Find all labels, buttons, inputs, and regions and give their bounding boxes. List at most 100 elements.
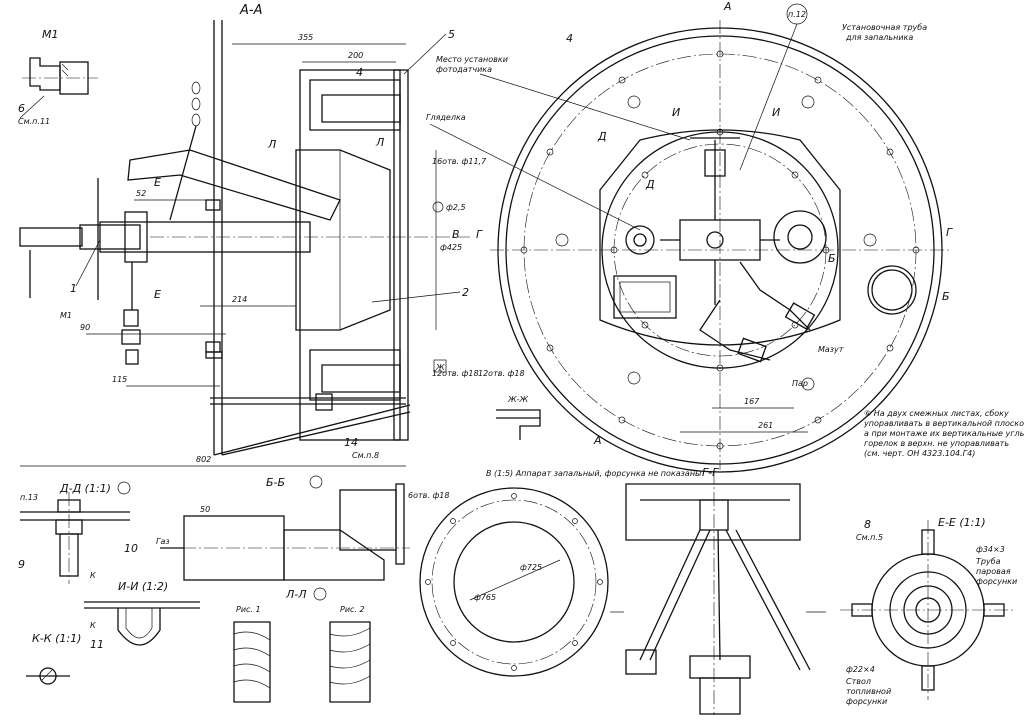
- cut-letter-b-1: Б: [942, 290, 950, 303]
- fig-1-label: Рис. 1: [236, 605, 261, 614]
- ref-sm5: См.п.5: [856, 533, 883, 542]
- dim-34x3: ф34×3: [976, 545, 1005, 554]
- callout-8: 8: [864, 518, 871, 531]
- callout-10: 10: [124, 542, 138, 555]
- dim-167: 167: [744, 397, 760, 406]
- note-peephole: Гляделка: [426, 113, 466, 122]
- view-d-d: Д-Д (1:1) п.13 9 10: [18, 481, 138, 584]
- label-gas: Газ: [156, 537, 170, 546]
- dim-425: ф425: [440, 243, 462, 252]
- view-m1: М1 6 См.п.11: [18, 28, 98, 126]
- cut-letter-e-1: Е: [154, 176, 161, 189]
- callout-9: 9: [18, 558, 25, 571]
- dim-22x4: ф22×4: [846, 665, 875, 674]
- cut-letter-v: В: [452, 228, 460, 241]
- note-igniter-1: Установочная труба: [842, 23, 927, 32]
- view-k-k: К-К (1:1): [26, 632, 81, 685]
- dim-2-5: ф2,5: [446, 203, 466, 212]
- view-v-title: В (1:5) Аппарат запальный, форсунка не п…: [486, 469, 701, 478]
- callout-4-a: 4: [356, 66, 363, 79]
- view-v-ring: В (1:5) Аппарат запальный, форсунка не п…: [419, 469, 701, 677]
- view-g-g: Г-Г: [610, 466, 826, 715]
- note-photo-sensor-1: Место установки: [436, 55, 508, 64]
- note-fuel-tube-3: форсунки: [846, 697, 887, 706]
- view-e-e: Е-Е (1:1) 8 См.п.5 ф34×3 Труба паровая ф…: [840, 516, 1017, 706]
- note-photo-sensor-2: фотодатчика: [436, 65, 492, 74]
- cut-letter-k-2: К: [90, 621, 96, 630]
- view-l-l: Л-Л Рис. 1 Рис. 2: [233, 587, 371, 703]
- dim-90: 90: [80, 323, 90, 332]
- callout-5: 5: [448, 28, 455, 41]
- holes-12: 12отв. ф18: [432, 369, 479, 378]
- view-aa-title: А-А: [239, 3, 262, 18]
- footnote-line-5: (см. черт. ОН 4323.104.Г4): [864, 449, 975, 458]
- view-zhzh-title: Ж-Ж: [507, 395, 529, 404]
- note-steam-tube-3: форсунки: [976, 577, 1017, 586]
- cut-letter-l-1: Л: [267, 138, 276, 151]
- footnote-line-2: упоравливать в вертикальной плоскости: [863, 419, 1024, 428]
- view-kk-title: К-К (1:1): [32, 632, 81, 645]
- callout-2: 2: [462, 286, 469, 299]
- view-main-front: 167 261 4 п.12 Установочная труба для за…: [478, 0, 953, 473]
- dim-50: 50: [200, 505, 210, 514]
- view-gg-title: Г-Г: [702, 466, 719, 479]
- footnote-line-1: ⑥ На двух смежных листах, сбоку: [864, 409, 1009, 418]
- cut-letter-a-top: А: [723, 0, 732, 13]
- callout-m1-label: М1: [60, 311, 72, 320]
- dim-200: 200: [348, 51, 363, 60]
- label-mazut: Мазут: [818, 345, 844, 354]
- callout-11: 11: [90, 638, 104, 651]
- ref-sm8: См.п.8: [352, 451, 379, 460]
- cut-letter-l-2: Л: [375, 136, 384, 149]
- holes-16: 16отв. ф11,7: [432, 157, 487, 166]
- cut-letter-e-2: Е: [154, 288, 161, 301]
- note-fuel-tube-2: топливной: [846, 687, 891, 696]
- note-steam-tube-1: Труба: [976, 557, 1001, 566]
- dim-115: 115: [112, 375, 127, 384]
- view-ii-title: И-И (1:2): [118, 580, 168, 593]
- cut-letter-b-2: Б: [828, 252, 836, 265]
- cut-letter-k-1: К: [90, 571, 96, 580]
- cut-letter-i-2: И: [772, 106, 780, 119]
- view-dd-title: Д-Д (1:1): [59, 482, 111, 495]
- cut-letter-d-1: Д: [597, 130, 607, 143]
- view-zh-zh: Ж-Ж: [496, 395, 541, 440]
- dim-802: 802: [196, 455, 211, 464]
- callout-4-b: 4: [566, 32, 573, 45]
- note-igniter-2: для запальника: [845, 33, 913, 42]
- dim-725: ф725: [520, 563, 542, 572]
- cut-letter-i-1: И: [672, 106, 680, 119]
- view-i-i: И-И (1:2) 11 К К: [84, 571, 200, 651]
- footnote-line-4: горелок в верхн. не упоравливать: [864, 439, 1009, 448]
- view-b-b: Б-Б Газ 50 6отв. ф18: [156, 475, 449, 581]
- note-fuel-tube-1: Ствол: [846, 677, 871, 686]
- dim-355: 355: [298, 33, 313, 42]
- fig-2-label: Рис. 2: [340, 605, 365, 614]
- view-a-a: А-А 355 200 ф425: [19, 3, 487, 467]
- cut-letter-g-2: Г: [946, 226, 953, 239]
- callout-1: 1: [70, 282, 77, 295]
- holes-6: 6отв. ф18: [408, 491, 449, 500]
- callout-p12: п.12: [788, 10, 806, 19]
- callout-6: 6: [18, 102, 25, 115]
- cut-letter-zh: Ж: [435, 363, 445, 372]
- label-par: Пар: [792, 379, 808, 388]
- view-bb-title: Б-Б: [266, 476, 285, 489]
- view-m1-title: М1: [42, 28, 59, 41]
- dim-214: 214: [232, 295, 247, 304]
- cut-letter-a-bottom: А: [593, 434, 602, 447]
- cut-letter-d-2: Д: [645, 178, 655, 191]
- cut-letter-g-1: Г: [476, 228, 483, 241]
- view-ll-title: Л-Л: [285, 588, 307, 601]
- ref-sm11: См.п.11: [18, 117, 50, 126]
- note-steam-tube-2: паровая: [976, 567, 1011, 576]
- callout-13: п.13: [20, 493, 38, 502]
- callout-14: 14: [344, 436, 358, 449]
- dim-52: 52: [136, 189, 146, 198]
- holes-12-b: 12отв. ф18: [478, 369, 525, 378]
- dim-765: ф765: [474, 593, 496, 602]
- view-ee-title: Е-Е (1:1): [938, 516, 986, 529]
- footnote-line-3: а при монтаже их вертикальные углы: [864, 429, 1024, 438]
- dim-261: 261: [758, 421, 773, 430]
